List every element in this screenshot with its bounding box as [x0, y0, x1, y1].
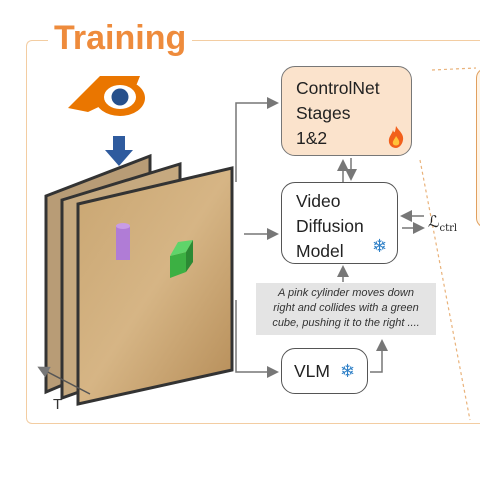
- caption-line-3: cube, pushing it to the right ....: [272, 317, 420, 329]
- time-axis-arrow: [37, 366, 91, 395]
- controlnet-label: ControlNet Stages 1&2: [296, 78, 380, 148]
- fire-icon: [388, 126, 404, 148]
- blender-logo-icon: [68, 76, 145, 116]
- training-frame: [26, 40, 480, 424]
- vlm-label: VLM: [294, 361, 330, 381]
- snowflake-icon: ❄: [372, 236, 388, 256]
- dashed-guide-diagonal: [419, 159, 471, 421]
- vlm-box: VLM ❄: [281, 348, 368, 394]
- snowflake-icon: ❄: [340, 361, 356, 381]
- control-loss-label: ℒctrl: [428, 212, 457, 234]
- caption-line-2: right and collides with a green: [273, 302, 419, 314]
- video-diffusion-model-box: Video Diffusion Model ❄: [281, 182, 398, 264]
- controlnet-box: ControlNet Stages 1&2: [281, 66, 412, 156]
- loss-symbol: ℒ: [428, 212, 440, 231]
- time-axis-label: T: [53, 396, 63, 413]
- video-frames-stack: [44, 153, 234, 406]
- caption-line-1: A pink cylinder moves down: [278, 287, 414, 299]
- green-cube: [170, 240, 193, 278]
- text-caption: A pink cylinder moves down right and col…: [256, 283, 436, 335]
- loss-subscript: ctrl: [439, 223, 458, 235]
- pink-cylinder: [116, 223, 130, 260]
- dashed-guide-top: [431, 67, 477, 71]
- vdm-label: Video Diffusion Model: [296, 191, 364, 261]
- down-arrow-icon: [105, 136, 133, 166]
- connector-arrows: [235, 97, 425, 378]
- section-title: Training: [48, 18, 193, 58]
